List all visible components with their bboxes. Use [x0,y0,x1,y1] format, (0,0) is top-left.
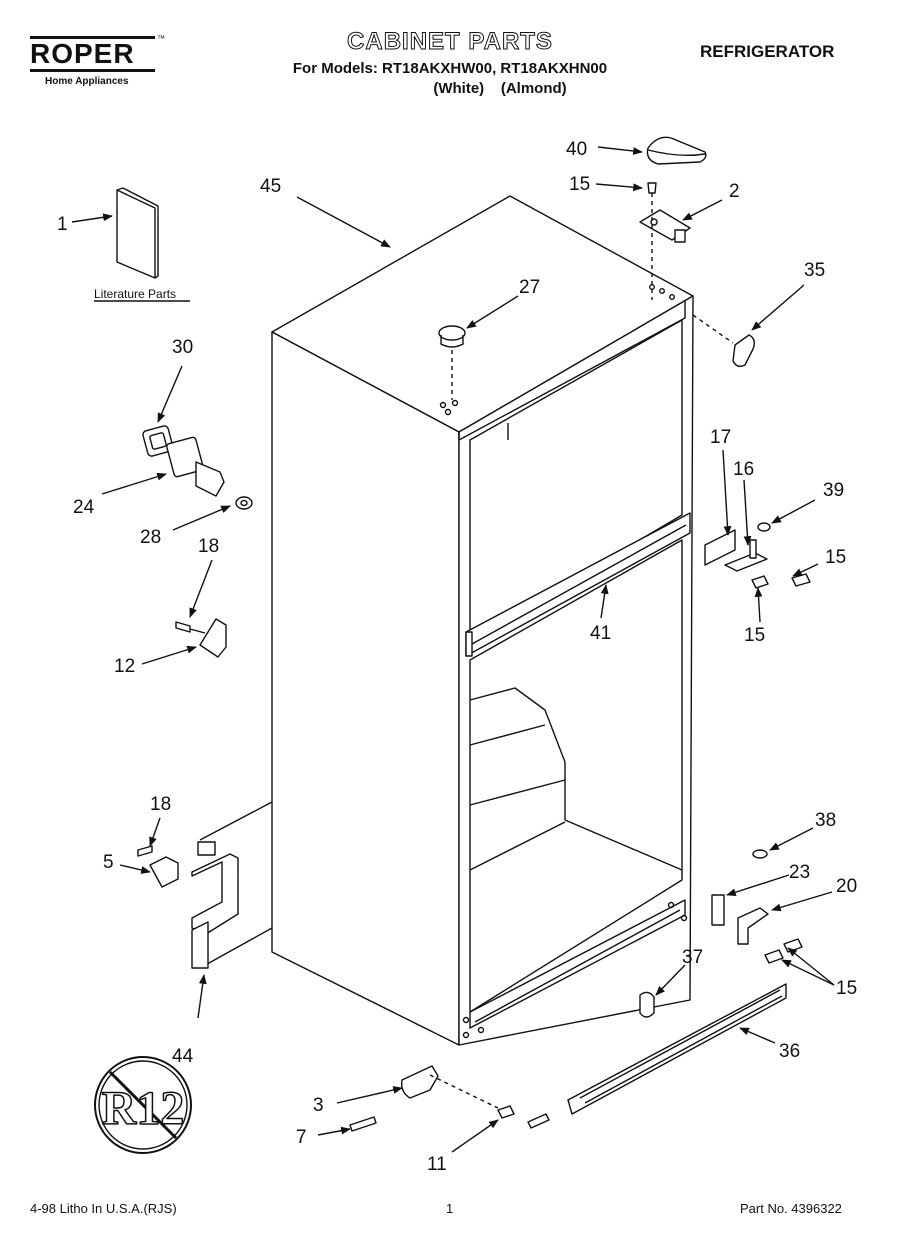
product-type: REFRIGERATOR [700,42,835,61]
callout-7: 7 [296,1127,307,1148]
leveling-leg-parts [349,1065,550,1132]
footer-print-info: 4-98 Litho In U.S.A.(RJS) [30,1201,177,1216]
r12-badge [94,1056,192,1154]
refrigerator-cabinet [271,195,694,1046]
callout-37: 37 [682,947,703,968]
callout-27: 27 [519,277,540,298]
hinge-plug-part [692,314,756,368]
callout-3: 3 [313,1095,324,1116]
literature-parts-label: Literature Parts [94,287,176,301]
callout-5: 5 [103,852,114,873]
callout-11: 11 [427,1154,447,1175]
page-title: CABINET PARTS [347,28,553,56]
callout-36: 36 [779,1041,800,1062]
toe-grille-part [567,983,787,1115]
footer-part-number: Part No. 4396322 [740,1201,842,1216]
mullion-bar [465,512,691,657]
models-line: For Models: RT18AKXHW00, RT18AKXHN00 [292,60,608,77]
callout-18-lower: 18 [150,794,171,815]
bottom-hinge-parts [711,849,803,964]
callout-30: 30 [172,337,193,358]
r12-badge-text: R12 [102,1082,185,1135]
literature-parts-icon [116,187,159,279]
callout-35: 35 [804,260,825,281]
callout-16: 16 [733,459,754,480]
callout-39: 39 [823,480,844,501]
door-stop-part [175,618,227,658]
callout-numbers: 1 2 3 5 7 11 12 15 15 15 15 16 17 18 18 … [57,139,857,1175]
plug-button-part [438,325,466,400]
logo-subtitle: Home Appliances [45,76,129,87]
callout-24: 24 [73,497,95,518]
control-knob-parts [142,425,253,510]
callout-2: 2 [729,181,740,202]
callout-28: 28 [140,527,161,548]
callout-12: 12 [114,656,135,677]
callout-15-center-right: 15 [825,547,846,568]
callout-15-top: 15 [569,174,590,195]
callout-20: 20 [836,876,857,897]
callout-15-center-bottom: 15 [744,625,765,646]
door-handle-bracket-parts [137,801,273,969]
callout-38: 38 [815,810,836,831]
footer-page-number: 1 [446,1201,454,1216]
colors-line: (White) (Almond) [433,80,567,97]
hinge-cover-part [646,136,707,165]
callout-15-bottom: 15 [836,978,857,999]
top-hinge-part [639,182,691,300]
callout-18-upper: 18 [198,536,219,557]
logo-wordmark: ROPER [30,36,155,72]
trademark-mark: ™ [157,34,165,43]
roper-logo: ROPER ™ Home Appliances [30,32,170,92]
callout-40: 40 [566,139,587,160]
callout-41: 41 [590,623,611,644]
callout-17: 17 [710,427,731,448]
callout-45: 45 [260,176,281,197]
callout-leader-lines [71,146,835,1153]
callout-23: 23 [789,862,810,883]
center-hinge-parts [704,522,811,589]
callout-1: 1 [57,214,68,235]
callout-44: 44 [172,1046,194,1067]
